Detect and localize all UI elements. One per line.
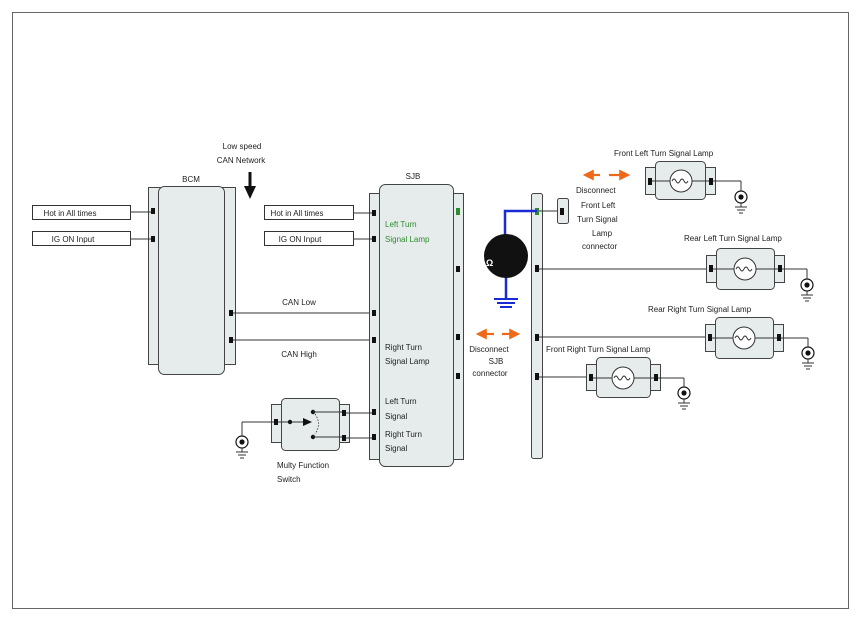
sjb-left-turn-signal-label-1: Left Turn (385, 397, 417, 406)
bcm-title: BCM (182, 175, 200, 184)
sjb-ig-input-label: IG ON Input (279, 235, 322, 244)
sjb-ig-input-box (264, 231, 354, 246)
lamp-bulb-icon (732, 326, 756, 350)
multi-function-switch (271, 398, 350, 451)
sjb-right-turn-signal-label-1: Right Turn (385, 430, 422, 439)
sjb-right-turn-lamp-label-1: Right Turn (385, 343, 422, 352)
ohmmeter-symbol: Ω (486, 258, 493, 268)
bcm-module: BCM (148, 175, 236, 375)
mfs-body (281, 398, 340, 451)
down-arrow-icon (244, 172, 256, 199)
ohmmeter-icon: Ω (484, 234, 528, 278)
bcm-ig-input-box (32, 231, 131, 246)
can-network-label-line2: CAN Network (217, 156, 266, 165)
bcm-hot-input-label: Hot in All times (44, 209, 97, 218)
disconnect-sjb-label-2: SJB (489, 357, 504, 366)
bcm-body (158, 186, 225, 375)
ground-icon (235, 422, 249, 459)
disconnect-sjb-label-1: Disconnect (469, 345, 509, 354)
sjb-title: SJB (406, 172, 421, 181)
rear-left-lamp-label: Rear Left Turn Signal Lamp (684, 234, 782, 243)
sjb-right-turn-signal-label-2: Signal (385, 444, 407, 453)
lamp-bulb-icon (611, 366, 635, 390)
ground-icon (494, 298, 518, 308)
sjb-hot-input-box (264, 205, 354, 220)
ground-icon (734, 181, 748, 214)
front-left-lamp (645, 161, 716, 200)
rear-left-lamp (706, 248, 785, 290)
bcm-ig-input-label: IG ON Input (52, 235, 95, 244)
mfs-label-2: Switch (277, 475, 301, 484)
lamp-bulb-icon (669, 169, 693, 193)
sjb-right-turn-lamp-label-2: Signal Lamp (385, 357, 430, 366)
sjb-left-turn-signal-label-2: Signal (385, 412, 407, 421)
mfs-label-1: Multy Function (277, 461, 329, 470)
lamp-bulb-icon (733, 257, 757, 281)
sjb-body (379, 184, 454, 467)
sjb-left-turn-lamp-label-1: Left Turn (385, 220, 417, 229)
front-right-lamp (586, 357, 661, 398)
disconnect-fl-label-5: connector (582, 242, 617, 251)
ground-icon (801, 338, 815, 370)
rear-right-lamp-label: Rear Right Turn Signal Lamp (648, 305, 752, 314)
meter-probe-positive (503, 209, 537, 236)
disconnect-sjb-label-3: connector (472, 369, 507, 378)
can-high-label: CAN High (281, 350, 317, 359)
can-network-label-line1: Low speed (223, 142, 262, 151)
sjb-hot-input-label: Hot in All times (271, 209, 324, 218)
ground-icon (677, 378, 691, 410)
front-right-lamp-label: Front Right Turn Signal Lamp (546, 345, 651, 354)
disconnect-fl-label-3: Turn Signal (577, 215, 618, 224)
rear-right-lamp (705, 317, 784, 359)
ground-icon (800, 269, 814, 302)
harness-connector (531, 193, 543, 459)
disconnect-fl-label-4: Lamp (592, 229, 613, 238)
disconnect-fl-label-1: Disconnect (576, 186, 616, 195)
sjb-left-turn-lamp-label-2: Signal Lamp (385, 235, 430, 244)
front-left-lamp-label: Front Left Turn Signal Lamp (614, 149, 714, 158)
disconnect-fl-label-2: Front Left (581, 201, 616, 210)
can-low-label: CAN Low (282, 298, 316, 307)
harness-connector-body (531, 193, 543, 459)
sjb-module: SJB (369, 172, 464, 467)
bcm-hot-input-box (32, 205, 131, 220)
